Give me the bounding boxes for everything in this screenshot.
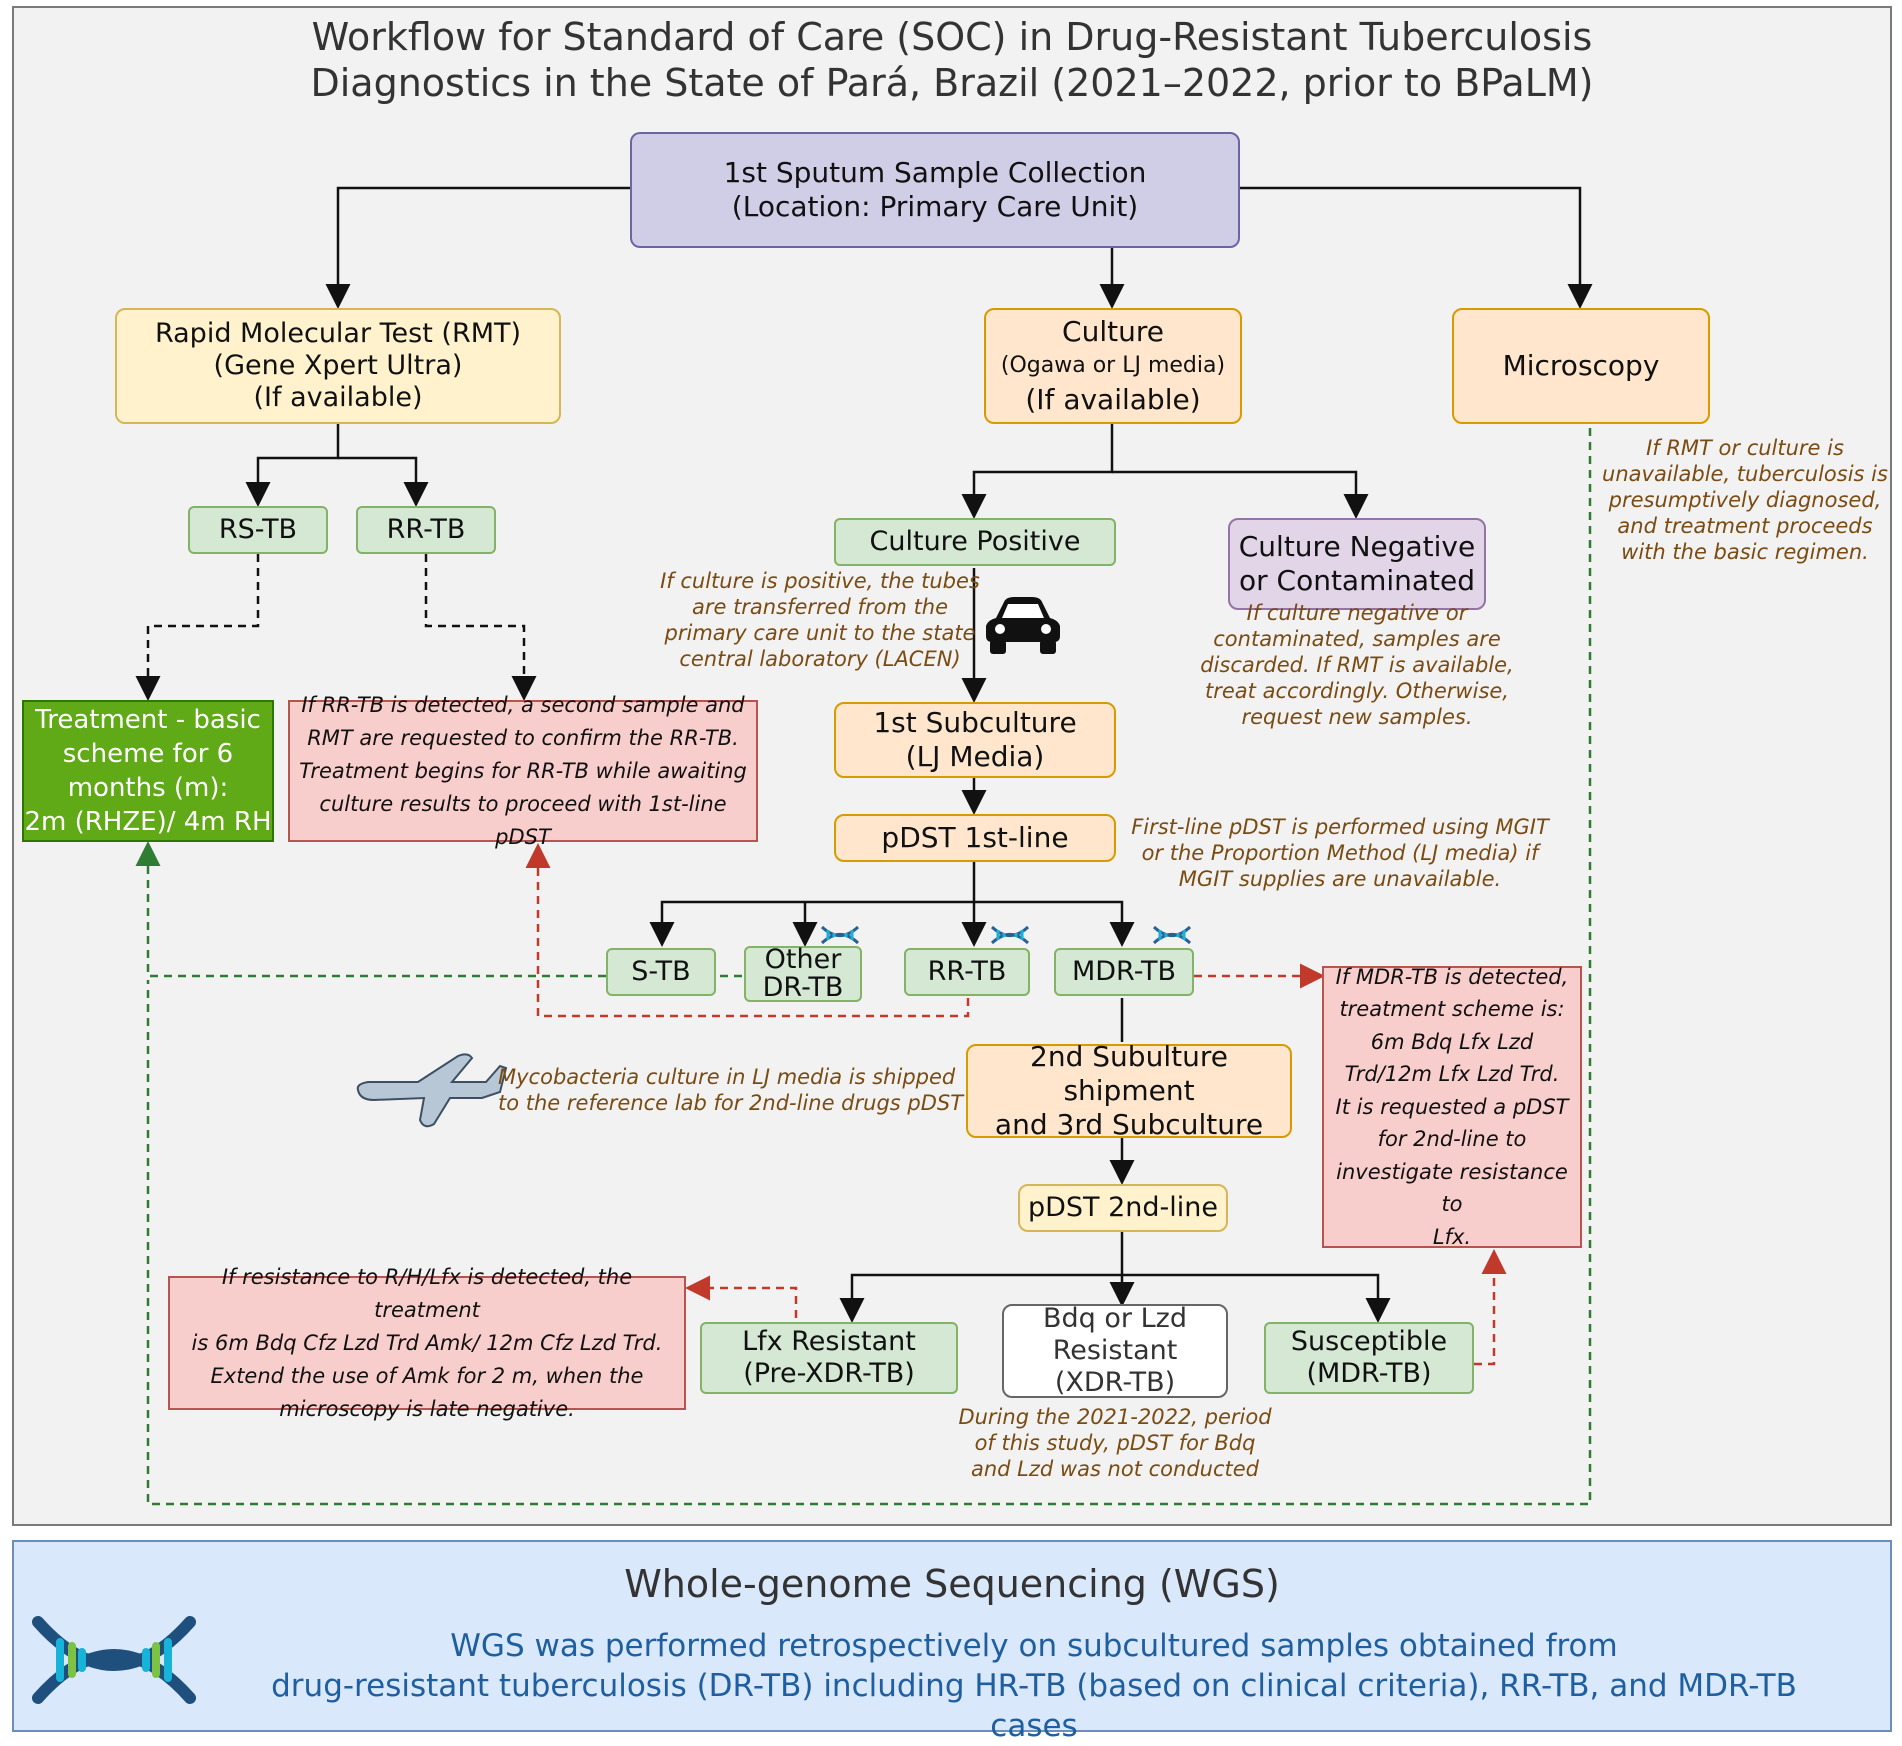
culture-positive-note: If culture is positive, the tubes are tr… — [660, 569, 980, 671]
pdst1-box: pDST 1st-line — [834, 814, 1116, 862]
wgs-description: WGS was performed retrospectively on sub… — [271, 1628, 1797, 1744]
bdq-note: During the 2021-2022, period of this stu… — [958, 1405, 1272, 1481]
wgs-panel: Whole-genome Sequencing (WGS) WGS was pe… — [12, 1540, 1892, 1744]
rr-tb-top-box: RR-TB — [356, 506, 496, 554]
shipment-note: Mycobacteria culture in LJ media is ship… — [498, 1065, 964, 1115]
rhlfx-note-box: If resistance to R/H/Lfx is detected, th… — [168, 1265, 686, 1421]
other-dr-tb-box: Other DR-TB — [744, 946, 862, 1002]
sputum-collection-box: 1st Sputum Sample Collection (Location: … — [630, 132, 1240, 248]
rmt-box: Rapid Molecular Test (RMT) (Gene Xpert U… — [115, 308, 561, 424]
culture-positive-box: Culture Positive — [834, 518, 1116, 566]
subculture1-box: 1st Subculture (LJ Media) — [834, 702, 1116, 778]
dna-icon — [32, 1616, 196, 1704]
culture-negative-box: Culture Negative or Contaminated — [1228, 518, 1486, 610]
subculture2-box: 2nd Subulture shipment and 3rd Subcultur… — [966, 1040, 1292, 1141]
microscopy-box: Microscopy — [1452, 308, 1710, 424]
treatment-basic-box: Treatment - basic scheme for 6 months (m… — [22, 700, 274, 842]
dna-icon — [1152, 925, 1192, 945]
culture-negative-note: If culture negative or contaminated, sam… — [1200, 601, 1514, 729]
connector-lines — [135, 186, 1593, 1506]
susceptible-box: Susceptible (MDR-TB) — [1264, 1322, 1474, 1394]
dna-icon — [820, 925, 860, 945]
rs-tb-box: RS-TB — [188, 506, 328, 554]
pdst2-box: pDST 2nd-line — [1018, 1184, 1228, 1232]
rr-tb-mid-box: RR-TB — [904, 948, 1030, 996]
wgs-title: Whole-genome Sequencing (WGS) — [624, 1562, 1280, 1606]
car-icon — [986, 597, 1060, 654]
pdst1-note: First-line pDST is performed using MGIT … — [1131, 815, 1549, 891]
dna-icon — [990, 925, 1030, 945]
mdr-tb-box: MDR-TB — [1054, 948, 1194, 996]
rr-tb-note-box: If RR-TB is detected, a second sample an… — [288, 693, 758, 849]
microscopy-note: If RMT or culture is unavailable, tuberc… — [1602, 436, 1888, 564]
airplane-icon — [356, 1053, 508, 1128]
culture-box: Culture (Ogawa or LJ media) (If availabl… — [984, 308, 1242, 424]
s-tb-box: S-TB — [606, 948, 716, 996]
mdr-tb-note-box: If MDR-TB is detected, treatment scheme … — [1322, 965, 1582, 1249]
page-title: Workflow for Standard of Care (SOC) in D… — [310, 15, 1594, 105]
bdq-lzd-resistant-box: Bdq or Lzd Resistant (XDR-TB) — [1002, 1303, 1228, 1398]
lfx-resistant-box: Lfx Resistant (Pre-XDR-TB) — [700, 1322, 958, 1394]
